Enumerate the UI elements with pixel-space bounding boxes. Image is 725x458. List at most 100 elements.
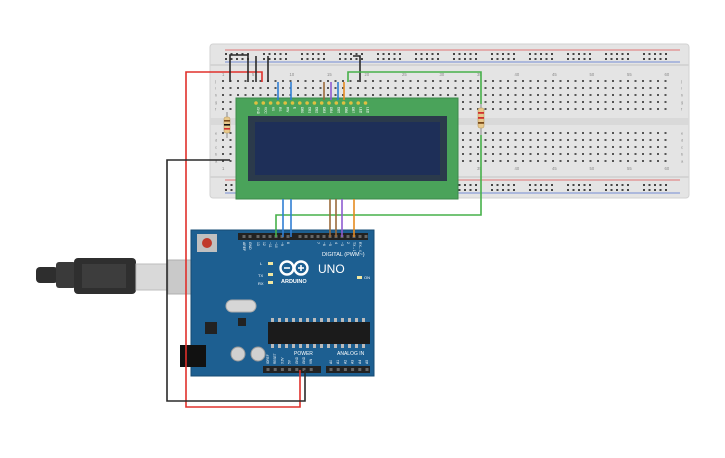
breadboard-hole[interactable] (469, 101, 472, 103)
resistor-left[interactable] (223, 112, 231, 138)
breadboard-hole[interactable] (304, 87, 307, 89)
breadboard-rail-hole[interactable] (654, 58, 656, 60)
breadboard-hole[interactable] (312, 94, 314, 96)
breadboard-hole[interactable] (364, 94, 367, 96)
breadboard-hole[interactable] (334, 87, 337, 89)
breadboard-hole[interactable] (552, 132, 554, 134)
breadboard-hole[interactable] (529, 153, 532, 155)
breadboard-rail-hole[interactable] (627, 184, 629, 186)
breadboard-hole[interactable] (477, 160, 479, 162)
breadboard-rail-hole[interactable] (355, 58, 358, 60)
breadboard-hole[interactable] (589, 139, 592, 141)
breadboard-hole[interactable] (484, 160, 487, 162)
breadboard-rail-hole[interactable] (306, 53, 309, 55)
breadboard-hole[interactable] (492, 87, 494, 89)
breadboard-hole[interactable] (514, 146, 517, 148)
breadboard-hole[interactable] (507, 132, 509, 134)
breadboard-hole[interactable] (477, 80, 479, 82)
usb-cable[interactable] (36, 258, 193, 295)
breadboard-hole[interactable] (664, 94, 667, 96)
breadboard-hole[interactable] (222, 153, 224, 155)
breadboard-rail-hole[interactable] (301, 58, 303, 60)
breadboard-rail-hole[interactable] (225, 184, 227, 186)
breadboard-hole[interactable] (222, 160, 224, 162)
breadboard-hole[interactable] (642, 160, 644, 162)
breadboard-hole[interactable] (507, 80, 509, 82)
breadboard-rail-hole[interactable] (551, 58, 553, 60)
breadboard-hole[interactable] (462, 101, 464, 103)
breadboard-rail-hole[interactable] (279, 58, 282, 60)
breadboard-hole[interactable] (402, 87, 404, 89)
breadboard-hole[interactable] (229, 94, 232, 96)
breadboard-hole[interactable] (642, 132, 644, 134)
breadboard-hole[interactable] (237, 94, 239, 96)
breadboard-hole[interactable] (492, 94, 494, 96)
breadboard-hole[interactable] (612, 132, 614, 134)
breadboard-rail-hole[interactable] (496, 53, 499, 55)
breadboard-hole[interactable] (507, 153, 509, 155)
breadboard-hole[interactable] (514, 94, 517, 96)
breadboard-hole[interactable] (477, 146, 479, 148)
breadboard-rail-hole[interactable] (339, 53, 341, 55)
breadboard-rail-hole[interactable] (496, 184, 499, 186)
breadboard-hole[interactable] (604, 94, 607, 96)
breadboard-hole[interactable] (424, 87, 427, 89)
breadboard-hole[interactable] (574, 101, 577, 103)
breadboard-rail-hole[interactable] (648, 58, 651, 60)
breadboard-hole[interactable] (634, 160, 637, 162)
breadboard-hole[interactable] (552, 160, 554, 162)
lcd-pin[interactable] (276, 101, 280, 105)
breadboard-rail-hole[interactable] (654, 189, 656, 191)
breadboard-rail-hole[interactable] (279, 53, 282, 55)
breadboard-hole[interactable] (537, 153, 539, 155)
breadboard-hole[interactable] (604, 132, 607, 134)
breadboard-hole[interactable] (462, 153, 464, 155)
breadboard-hole[interactable] (619, 87, 622, 89)
breadboard-rail-hole[interactable] (230, 58, 233, 60)
breadboard-hole[interactable] (642, 108, 644, 110)
breadboard-hole[interactable] (229, 160, 232, 162)
breadboard-hole[interactable] (229, 87, 232, 89)
breadboard-hole[interactable] (597, 160, 599, 162)
breadboard-rail-hole[interactable] (572, 53, 575, 55)
breadboard-hole[interactable] (544, 132, 547, 134)
breadboard-hole[interactable] (619, 139, 622, 141)
breadboard-hole[interactable] (432, 94, 434, 96)
breadboard-hole[interactable] (312, 80, 314, 82)
breadboard-rail-hole[interactable] (393, 53, 396, 55)
breadboard-rail-hole[interactable] (643, 189, 645, 191)
breadboard-hole[interactable] (529, 139, 532, 141)
breadboard-hole[interactable] (552, 153, 554, 155)
breadboard-hole[interactable] (297, 94, 299, 96)
breadboard-hole[interactable] (492, 160, 494, 162)
breadboard-rail-hole[interactable] (589, 184, 591, 186)
breadboard-rail-hole[interactable] (361, 53, 363, 55)
breadboard-rail-hole[interactable] (627, 189, 629, 191)
breadboard-hole[interactable] (424, 94, 427, 96)
breadboard-rail-hole[interactable] (621, 189, 624, 191)
breadboard-hole[interactable] (372, 80, 374, 82)
breadboard-hole[interactable] (379, 80, 382, 82)
breadboard-rail-hole[interactable] (491, 184, 493, 186)
breadboard-rail-hole[interactable] (621, 184, 624, 186)
breadboard-hole[interactable] (567, 153, 569, 155)
breadboard-hole[interactable] (529, 94, 532, 96)
breadboard-rail-hole[interactable] (388, 53, 390, 55)
breadboard-hole[interactable] (222, 146, 224, 148)
analog-pin-hole[interactable] (351, 368, 355, 371)
power-pin-hole[interactable] (309, 368, 313, 371)
breadboard-hole[interactable] (544, 153, 547, 155)
breadboard-hole[interactable] (642, 80, 644, 82)
breadboard-rail-hole[interactable] (437, 58, 439, 60)
breadboard-hole[interactable] (439, 94, 442, 96)
breadboard-rail-hole[interactable] (502, 53, 504, 55)
breadboard-hole[interactable] (664, 132, 667, 134)
power-pin-hole[interactable] (280, 368, 284, 371)
power-pin-hole[interactable] (273, 368, 277, 371)
breadboard-hole[interactable] (342, 94, 344, 96)
breadboard-hole[interactable] (507, 146, 509, 148)
breadboard-rail-hole[interactable] (312, 58, 314, 60)
breadboard-hole[interactable] (462, 132, 464, 134)
breadboard-rail-hole[interactable] (475, 184, 477, 186)
breadboard-hole[interactable] (589, 146, 592, 148)
